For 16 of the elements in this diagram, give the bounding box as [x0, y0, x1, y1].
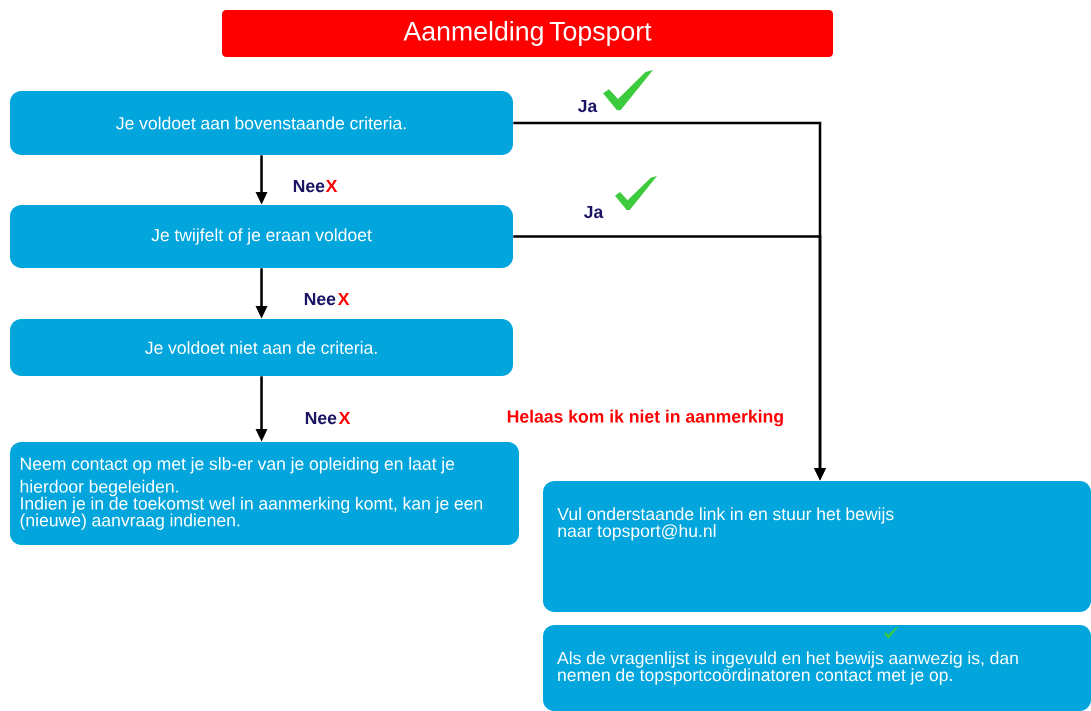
cross-mark: X	[338, 411, 351, 425]
title-box: Aanmelding Topsport	[222, 10, 834, 57]
result-box: Als de vragenlijst is ingevuld en het bewijs aanwezig is, dan nemen de topsportcoördinatoren contact met je op.	[543, 625, 1091, 711]
cross-mark: X	[325, 179, 338, 193]
decision-box: Je voldoet aan bovenstaande criteria.	[10, 91, 514, 155]
edge-label: Ja	[583, 205, 604, 219]
edge-label: Nee	[293, 179, 325, 193]
decision-box: Je voldoet niet aan de criteria.	[10, 319, 514, 377]
note: Helaas kom ik niet in aanmerking	[507, 409, 783, 427]
edge-label: Ja	[577, 99, 598, 113]
decision-box: Je twijfelt of je eraan voldoet	[10, 205, 514, 269]
edge-label: Nee	[304, 292, 336, 306]
cross-mark: X	[337, 292, 350, 306]
instruction-box: Vul onderstaande link in en stuur het bewijs naar topsport@hu.nl	[543, 481, 1091, 613]
advice-box: Neem contact op met je slb-er van je opleiding en laat je hierdoor begeleiden. Indien je in de toekomst wel in aanmerking komt, kan je een (nieuwe) aanvraag indienen.	[10, 442, 519, 546]
edge-label: Nee	[305, 411, 337, 425]
